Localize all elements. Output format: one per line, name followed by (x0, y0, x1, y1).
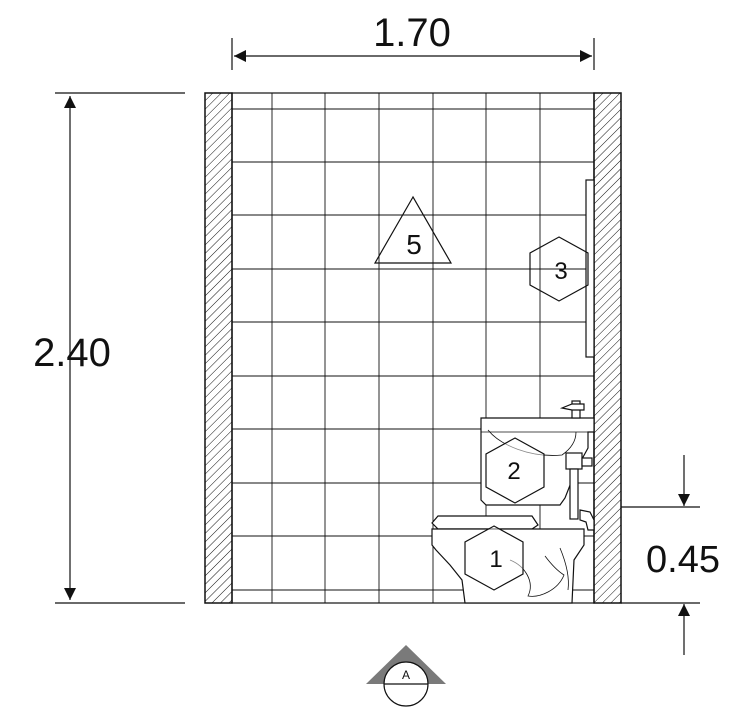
callout-3: 3 (529, 236, 589, 302)
callout-2: 2 (485, 437, 545, 504)
dimension-height (55, 92, 185, 604)
dimension-fixture-height-label: 0.45 (646, 539, 720, 581)
faucet-icon (559, 400, 585, 419)
dimension-width (231, 38, 595, 70)
section-marker-icon: A (366, 645, 446, 707)
svg-text:3: 3 (554, 258, 567, 285)
tile-grid (231, 92, 595, 604)
section-marker-label: A (402, 668, 410, 682)
dimension-height-label: 2.40 (33, 331, 111, 375)
flush-valve-icon (565, 452, 595, 531)
wall-cabinet-icon (585, 179, 595, 358)
right-wall (593, 92, 622, 604)
dimension-width-label: 1.70 (373, 11, 451, 55)
dimension-fixture-height (621, 455, 700, 655)
callout-5: 5 (373, 195, 453, 264)
svg-text:5: 5 (406, 229, 422, 260)
left-wall (204, 92, 233, 604)
callout-1: 1 (464, 525, 524, 591)
svg-text:1: 1 (489, 546, 502, 573)
svg-text:2: 2 (507, 458, 520, 485)
